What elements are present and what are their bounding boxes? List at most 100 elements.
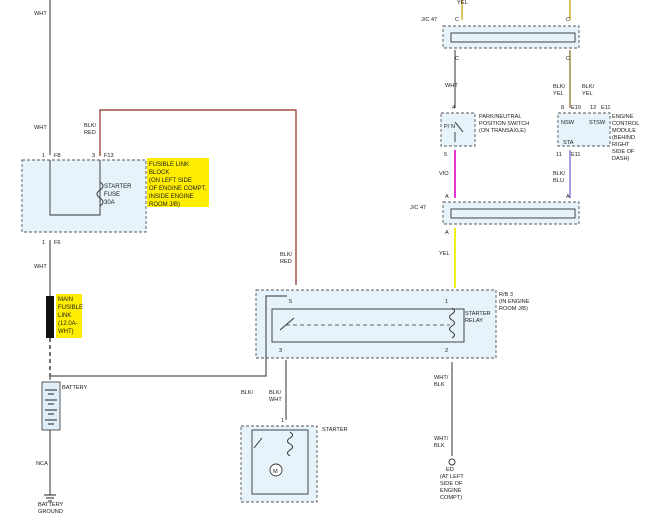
ecm-stsw-label: STSW: [589, 120, 606, 126]
pin-1-relay: 1: [445, 299, 448, 305]
pin-c-jc47-top-left: C: [455, 17, 459, 23]
rb3-label-1: R/B 3: [499, 292, 513, 298]
label-blk-red-2a: BLK/: [280, 252, 293, 258]
ecm-label-2: CONTROL: [612, 121, 639, 127]
pin-11-ecm: 11: [556, 152, 562, 158]
ecm-label-5: RIGHT: [612, 142, 630, 148]
pin-1-f8: 1: [42, 153, 45, 159]
pin-a-jc47-bottom-right: A: [566, 194, 570, 200]
connector-e11-bottom: E11: [571, 152, 581, 158]
jc47-top-bus: [450, 32, 576, 43]
wire-blk-red-fusible-to-relay: [99, 109, 297, 285]
label-blk-wht-a: BLK/: [269, 390, 282, 396]
connector-e11-top: E11: [601, 105, 611, 111]
fusible-link-label-1: FUSIBLE LINK: [149, 162, 189, 168]
park-neutral-inner-label: P/ N: [444, 124, 455, 130]
rb3-label-3: ROOM J/B): [499, 306, 528, 312]
ed-label-2: (AT LEFT: [440, 474, 464, 480]
rb3-label-2: (IN ENGINE: [499, 299, 530, 305]
starter-box: [240, 425, 318, 503]
label-nca: NCA: [36, 461, 48, 467]
label-blk-yel-1a: BLK/: [553, 84, 566, 90]
ed-ground-symbol: [448, 458, 456, 466]
ecm-label-3: MODULE: [612, 128, 636, 134]
pin-1-f6: 1: [42, 240, 45, 246]
pin-3-f13: 3: [92, 153, 95, 159]
relay-contact-symbol: [279, 317, 295, 331]
label-wht-right: WHT: [445, 83, 458, 89]
main-link-label-5: WHT): [58, 329, 74, 335]
connector-f8: F8: [54, 153, 61, 159]
ecm-label-6: SIDE OF: [612, 149, 635, 155]
battery-label: BATTERY: [62, 385, 88, 391]
pin-5-relay: 5: [289, 299, 292, 305]
pin-1-starter: 1: [281, 418, 284, 424]
relay-coil-symbol: [449, 307, 455, 339]
ecm-nsw-label: NSW: [561, 120, 575, 126]
label-wht-blk-1b: BLK: [434, 382, 445, 388]
pin-12-ecm: 12: [590, 105, 596, 111]
ecm-sta-label: STA: [563, 140, 574, 146]
starter-fuse-label-2: FUSE: [104, 192, 120, 198]
rb3-relay-block-box: [255, 289, 497, 359]
starter-inner: [251, 429, 309, 495]
starter-motor-symbol: [269, 463, 283, 477]
fusible-link-label-2: BLOCK: [149, 170, 169, 176]
jc47-bottom-bus: [450, 208, 576, 219]
jc47-bottom-box: [442, 201, 580, 225]
park-neutral-label-3: (ON TRANSAXLE): [479, 128, 526, 134]
jc47-bottom-label: J/C 47: [410, 205, 426, 211]
battery-ground-symbol: [44, 494, 56, 502]
main-link-label-4: (12.0A-: [58, 321, 78, 327]
pin-c-jc47-top-bottom-left: C: [455, 56, 459, 62]
label-wht-blk-2b: BLK: [434, 443, 445, 449]
starter-fuse-label-3: 30A: [104, 200, 115, 206]
connector-f13: F13: [104, 153, 114, 159]
main-fusible-link-highlight: [56, 294, 82, 338]
battery-ground-label-1: BATTERY: [38, 502, 64, 508]
pin-2-relay: 2: [445, 348, 448, 354]
pin-4-pns: 4: [452, 105, 455, 111]
ecm-label-7: DASH): [612, 156, 630, 162]
pin-a-jc47-bottom-lower: A: [445, 230, 449, 236]
park-switch-contact: [454, 121, 464, 133]
starter-relay-label-1: STARTER: [465, 311, 491, 317]
ed-label-4: ENGINE: [440, 488, 462, 494]
main-link-label-3: LINK: [58, 313, 71, 319]
starter-relay-label-2: RELAY: [465, 318, 483, 324]
main-fusible-link-symbol: [46, 296, 54, 338]
label-blk-yel-2a: BLK/: [582, 84, 595, 90]
label-wht-blk-1a: WHT/: [434, 375, 449, 381]
ed-label-3: SIDE OF: [440, 481, 463, 487]
pin-3-relay: 3: [279, 348, 282, 354]
pin-8-ecm: 8: [561, 105, 564, 111]
pin-a-jc47-bottom-left: A: [445, 194, 449, 200]
label-wht-mid: WHT: [34, 125, 47, 131]
label-blk: BLK/: [241, 390, 254, 396]
ecm-label-4: (BEHIND: [612, 135, 635, 141]
starter-label: STARTER: [322, 427, 348, 433]
starter-fuse-symbol: [96, 181, 104, 207]
ed-label-1: ED: [446, 467, 454, 473]
fusible-link-label-3: (ON LEFT SIDE: [149, 178, 192, 184]
fusible-link-block-highlight: [147, 158, 209, 207]
label-blk-blu-a: BLK/: [553, 171, 566, 177]
label-blk-yel-2b: YEL: [582, 91, 593, 97]
jc47-top-label: J/C 47: [421, 17, 437, 23]
park-neutral-label-2: POSITION SWITCH: [479, 121, 529, 127]
label-wht-top: WHT: [34, 11, 47, 17]
ecm-box: [557, 112, 611, 147]
park-neutral-label-1: PARK/NEUTRAL: [479, 114, 521, 120]
starter-solenoid-contact: [253, 437, 263, 449]
fusible-link-block-box: [21, 159, 147, 233]
pin-c-jc47-top-right: C: [566, 17, 570, 23]
label-vio: VIO: [439, 171, 449, 177]
starter-relay-inner: [271, 308, 465, 343]
battery-plates: [45, 389, 57, 425]
park-neutral-switch-box: [440, 112, 476, 147]
wire-battery-to-starter-relay: [49, 295, 287, 380]
fusible-link-label-6: ROOM J/B): [149, 202, 180, 208]
label-blk-yel-1b: YEL: [553, 91, 564, 97]
